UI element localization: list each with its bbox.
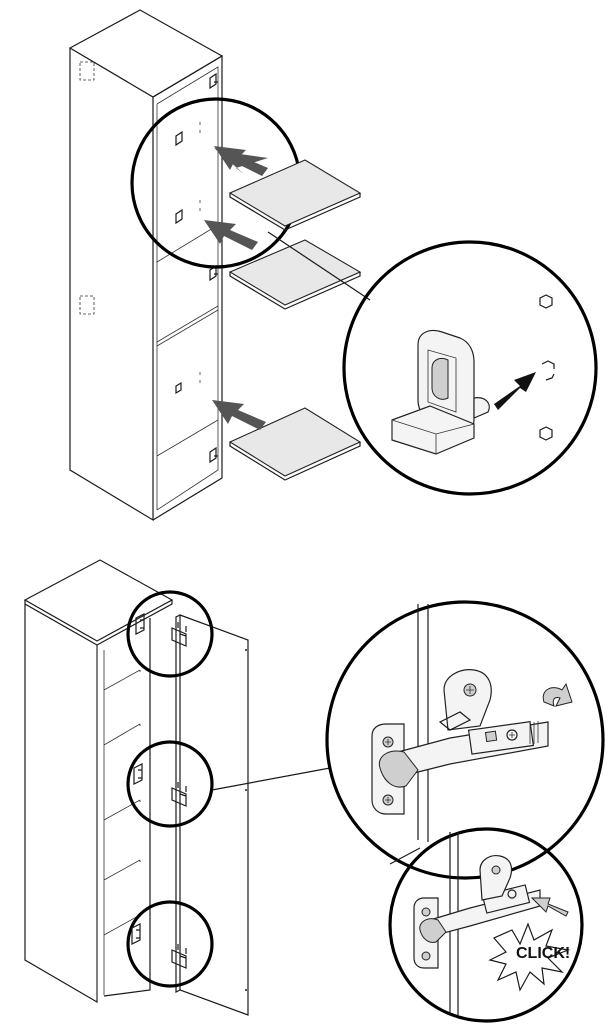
hinge-circle-bottom (126, 900, 214, 988)
insert-arrows (204, 146, 268, 430)
pin-insert-arrow (494, 372, 536, 410)
shelf-support-bracket (391, 329, 490, 455)
step-2-door-hinge-installation: CLICK! (23, 559, 605, 1023)
shelf-support-detail-circle (342, 240, 598, 496)
hinge-detail-circle-large (325, 600, 605, 880)
hinge-circle-top (126, 590, 214, 678)
shelf-panel-lower (228, 407, 362, 481)
click-starburst: CLICK! (488, 922, 570, 992)
hinge-leader-line (211, 767, 331, 791)
click-label: CLICK! (516, 945, 570, 962)
hinge-arm (378, 720, 549, 788)
hinge-circle-middle (126, 740, 214, 828)
hinge-connector-line (389, 847, 421, 865)
hinge-click-detail-circle: CLICK! (388, 827, 584, 1023)
rotate-arrow-icon (542, 682, 573, 707)
shelf-panel-middle (228, 239, 362, 310)
shelf-panel-upper (228, 159, 362, 231)
step-1-shelf-installation (68, 9, 598, 522)
cabinet-with-open-door (23, 559, 249, 1016)
hinge-door-plate (438, 669, 492, 731)
detail-leader-line (267, 231, 371, 301)
push-arrow-icon (530, 897, 569, 917)
